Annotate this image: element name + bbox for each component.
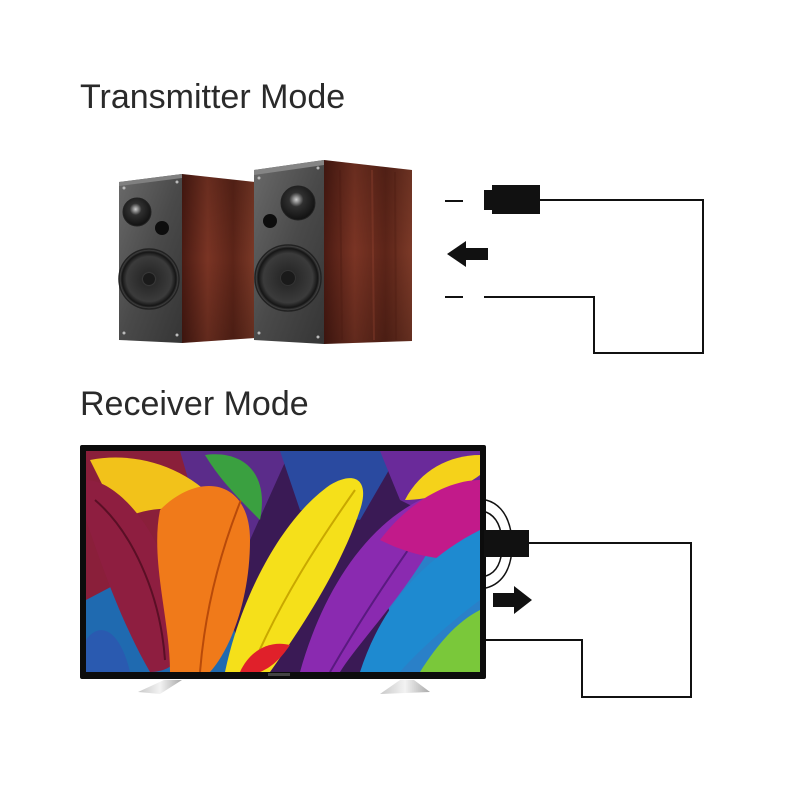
tv-stand-right — [380, 680, 430, 694]
speaker-pair-image — [118, 160, 412, 344]
tv-stand-left — [138, 680, 182, 694]
transmitter-adapter — [445, 185, 704, 354]
bluetooth-dongle — [484, 530, 529, 557]
arrow-left-icon — [447, 241, 488, 267]
tv-brand-logo — [268, 673, 290, 676]
bluetooth-dongle — [492, 185, 540, 214]
audio-cable — [486, 542, 692, 698]
receiver-mode-title: Receiver Mode — [80, 385, 309, 423]
television-image — [80, 445, 486, 694]
audio-cable — [484, 199, 704, 354]
left-speaker — [118, 174, 255, 343]
plug-tip — [484, 190, 492, 210]
right-speaker — [254, 160, 412, 344]
tv-screen-feathers — [86, 451, 480, 672]
transmitter-mode-title: Transmitter Mode — [80, 78, 346, 116]
receiver-adapter — [484, 499, 692, 698]
arrow-right-icon — [493, 586, 532, 614]
